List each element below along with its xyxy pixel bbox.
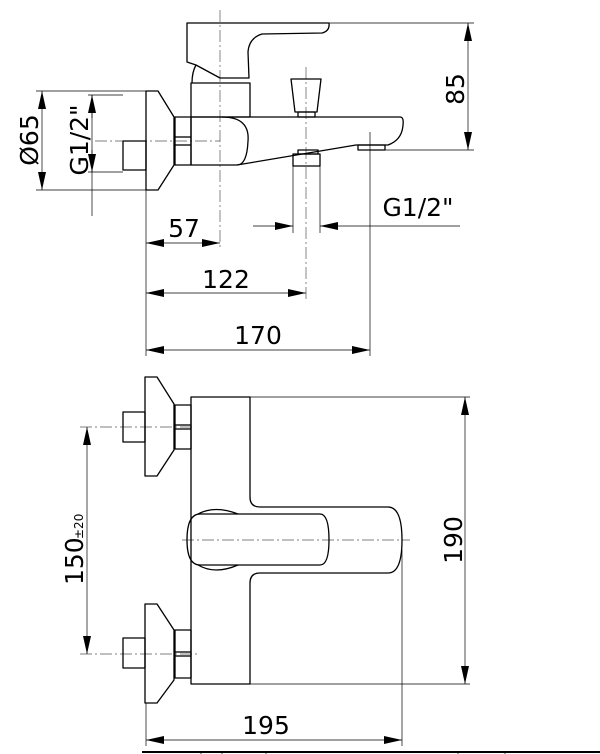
dim-170-label: 170 bbox=[234, 321, 282, 350]
lever-base-curve bbox=[197, 508, 239, 571]
inlet-pipe-upper bbox=[122, 411, 146, 443]
hex-nut bbox=[174, 116, 192, 166]
diverter-knob-base bbox=[297, 111, 316, 118]
dim-diameter-label: Ø65 bbox=[15, 114, 44, 166]
mixer-body bbox=[190, 82, 251, 118]
top-view: 150 ±20 190 195 bbox=[60, 376, 470, 746]
hex-nut-lower bbox=[174, 629, 192, 679]
dim-inlet-thread-label: G1/2" bbox=[65, 104, 94, 175]
mixer-body-top bbox=[190, 396, 403, 685]
dim-150-label: 150 bbox=[60, 537, 89, 585]
escutcheon-upper bbox=[144, 376, 175, 477]
dim-150-tolerance: ±20 bbox=[72, 514, 86, 539]
dim-122-label: 122 bbox=[202, 265, 250, 294]
dim-57-label: 57 bbox=[168, 214, 200, 243]
aerator bbox=[357, 144, 386, 151]
dim-outlet-thread-label: G1/2" bbox=[382, 193, 453, 222]
dim-150-label-group: 150 ±20 bbox=[60, 514, 89, 585]
spout bbox=[190, 116, 404, 166]
lever-handle bbox=[186, 22, 330, 79]
inlet-pipe bbox=[122, 140, 147, 171]
dim-height-label: 85 bbox=[441, 73, 470, 105]
dim-190-label: 190 bbox=[439, 516, 468, 564]
outlet-connector bbox=[292, 153, 321, 167]
escutcheon bbox=[145, 90, 175, 191]
hex-nut-upper bbox=[174, 404, 192, 450]
dim-195-label: 195 bbox=[242, 711, 290, 740]
spout-body-curve bbox=[221, 116, 249, 166]
diverter-knob bbox=[290, 78, 322, 113]
escutcheon-lower bbox=[144, 603, 175, 704]
lever-handle-top bbox=[186, 513, 330, 566]
side-view: 85 Ø65 G1/2" 57 122 170 G1/2" bbox=[15, 10, 474, 356]
lever-joint bbox=[191, 64, 197, 84]
inlet-pipe-lower bbox=[122, 637, 146, 669]
